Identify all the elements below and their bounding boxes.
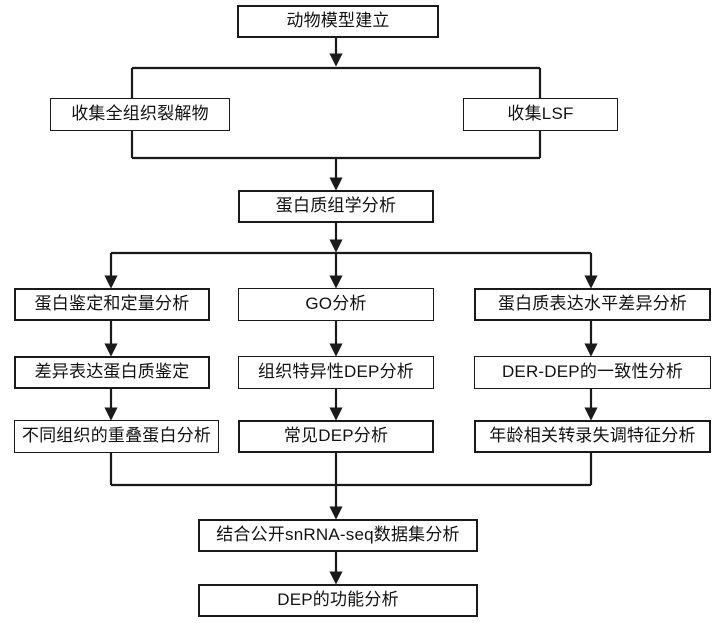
node-age-related-transcription-dysregulation-analysis[interactable]: 年龄相关转录失调特征分析 <box>474 420 711 453</box>
node-label: 收集LSF <box>507 104 574 124</box>
node-dep-functional-analysis[interactable]: DEP的功能分析 <box>198 584 478 617</box>
node-collect-whole-tissue-lysate[interactable]: 收集全组织裂解物 <box>50 98 230 131</box>
node-dep-identification[interactable]: 差异表达蛋白质鉴定 <box>14 356 210 389</box>
node-label: 蛋白质组学分析 <box>275 196 397 216</box>
node-proteomics-analysis[interactable]: 蛋白质组学分析 <box>238 190 434 223</box>
node-collect-lsf[interactable]: 收集LSF <box>463 98 618 131</box>
node-label: 动物模型建立 <box>286 11 390 31</box>
node-label: 蛋白鉴定和定量分析 <box>34 294 190 314</box>
node-label: 不同组织的重叠蛋白分析 <box>21 426 212 446</box>
node-der-dep-consistency-analysis[interactable]: DER-DEP的一致性分析 <box>474 356 711 389</box>
node-tissue-specific-dep-analysis[interactable]: 组织特异性DEP分析 <box>238 356 434 389</box>
node-label: 收集全组织裂解物 <box>71 104 209 124</box>
node-common-dep-analysis[interactable]: 常见DEP分析 <box>238 420 434 453</box>
node-label: DER-DEP的一致性分析 <box>501 362 684 382</box>
node-label: 常见DEP分析 <box>283 426 389 446</box>
node-go-analysis[interactable]: GO分析 <box>238 288 434 321</box>
node-protein-identification-quantification[interactable]: 蛋白鉴定和定量分析 <box>14 288 210 321</box>
node-label: GO分析 <box>305 294 367 314</box>
node-label: 蛋白质表达水平差异分析 <box>497 294 688 314</box>
node-label: 结合公开snRNA-seq数据集分析 <box>216 525 460 545</box>
node-label: 年龄相关转录失调特征分析 <box>489 426 696 446</box>
node-label: 组织特异性DEP分析 <box>258 362 414 382</box>
node-protein-expression-difference-analysis[interactable]: 蛋白质表达水平差异分析 <box>474 288 711 321</box>
node-public-snrna-seq-dataset-analysis[interactable]: 结合公开snRNA-seq数据集分析 <box>198 519 478 552</box>
node-overlapping-protein-analysis[interactable]: 不同组织的重叠蛋白分析 <box>14 420 219 453</box>
node-label: 差异表达蛋白质鉴定 <box>34 362 190 382</box>
node-animal-model-establishment[interactable]: 动物模型建立 <box>237 5 439 38</box>
node-label: DEP的功能分析 <box>277 590 399 610</box>
